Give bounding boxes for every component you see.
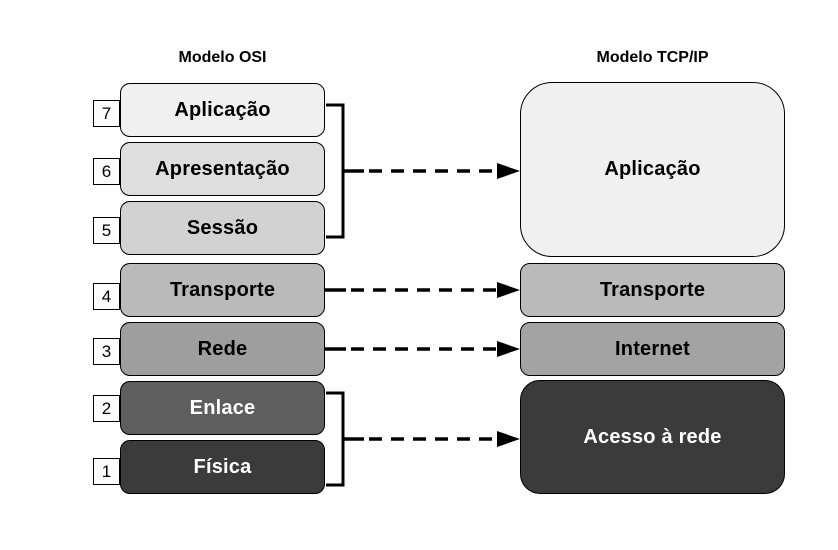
osi-layer-label: Aplicação — [174, 98, 271, 121]
osi-layer-transporte: Transporte — [120, 263, 325, 317]
osi-layer-apresentacao: Apresentação — [120, 142, 325, 196]
arrowhead-icon — [497, 341, 520, 357]
tcpip-layer-label: Internet — [615, 337, 690, 360]
osi-layer-rede: Rede — [120, 322, 325, 376]
osi-layer-number-badge-2: 2 — [93, 395, 120, 422]
tcpip-layer-label: Aplicação — [604, 158, 701, 180]
osi-layer-number-badge-7: 7 — [93, 100, 120, 127]
tcpip-layer-transporte: Transporte — [520, 263, 785, 317]
tcpip-column-title: Modelo TCP/IP — [596, 49, 709, 66]
osi-layer-fisica: Física — [120, 440, 325, 494]
tcpip-layer-acesso-a-rede: Acesso à rede — [520, 380, 785, 494]
osi-layer-number-badge-5: 5 — [93, 217, 120, 244]
tcpip-layer-label: Acesso à rede — [583, 425, 722, 448]
osi-layer-enlace: Enlace — [120, 381, 325, 435]
arrow-internet — [325, 341, 520, 357]
tcpip-layer-aplicacao: Aplicação — [520, 82, 785, 257]
osi-layer-label: Transporte — [169, 278, 276, 301]
osi-layer-label: Apresentação — [155, 157, 290, 180]
osi-layer-number-badge-6: 6 — [93, 158, 120, 185]
osi-layer-number-badge-1: 1 — [93, 458, 120, 485]
bracket-osi-layers-7-5 — [326, 103, 345, 239]
osi-layer-label: Rede — [197, 337, 248, 360]
osi-layer-label: Enlace — [189, 396, 256, 419]
tcpip-layer-label: Transporte — [599, 278, 706, 301]
arrow-aplicacao — [343, 163, 520, 179]
osi-column-title: Modelo OSI — [178, 49, 267, 66]
arrowhead-icon — [497, 163, 520, 179]
arrowhead-icon — [497, 282, 520, 298]
osi-layer-label: Física — [193, 455, 252, 478]
arrow-transporte — [325, 282, 520, 298]
osi-layer-aplicacao: Aplicação — [120, 83, 325, 137]
osi-layer-number-badge-4: 4 — [93, 283, 120, 310]
tcpip-layer-internet: Internet — [520, 322, 785, 376]
arrow-acesso-a-rede — [343, 431, 520, 447]
osi-layer-number-badge-3: 3 — [93, 338, 120, 365]
osi-layer-label: Sessão — [186, 216, 259, 239]
osi-layer-sessao: Sessão — [120, 201, 325, 255]
bracket-osi-layers-2-1 — [326, 391, 345, 487]
arrowhead-icon — [497, 431, 520, 447]
